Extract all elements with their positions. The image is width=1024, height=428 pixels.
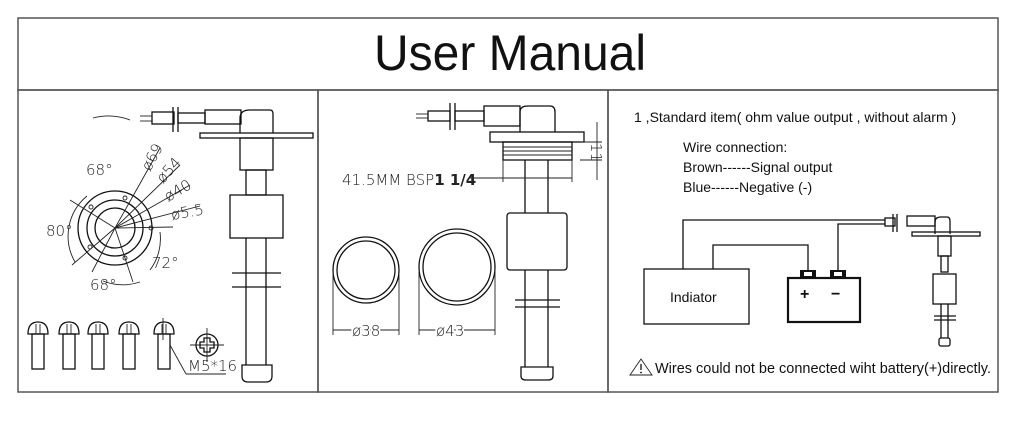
indicator-label: Indiator	[670, 289, 717, 305]
angle-bottom-label: 68°	[90, 276, 117, 294]
angle-top-label: 68°	[86, 161, 113, 179]
sensor-thread-view	[416, 103, 602, 381]
wire-connection-title: Wire connection:	[683, 139, 787, 155]
warning-text: Wires could not be connected wiht batter…	[655, 360, 991, 377]
warning-icon	[629, 358, 653, 376]
indicator-box	[643, 268, 750, 325]
mounting-hole-pattern	[67, 115, 201, 286]
page-title: User Manual	[374, 25, 646, 81]
screw-size-label: M5*16	[188, 357, 237, 375]
sensor-side-view	[140, 107, 314, 383]
panel-wiring	[607, 89, 999, 393]
angle-right-label: 72°	[152, 254, 179, 272]
angle-left-label: 80°	[46, 222, 73, 240]
wiring-heading: 1 ,Standard item( ohm value output , wit…	[634, 109, 956, 125]
thread-label: 41.5MM BSP1 1/4	[342, 171, 476, 189]
phillips-head-icon	[190, 328, 224, 362]
wire-blue: Blue------Negative (-)	[683, 179, 812, 195]
battery-minus-label: −	[831, 286, 840, 303]
gasket-rings	[332, 228, 496, 335]
battery-plus-label: +	[800, 286, 809, 303]
wiring-circuit	[643, 214, 981, 347]
ring-43-label: ø43	[436, 322, 464, 340]
dia-5-5-label: ø5.5	[170, 200, 206, 223]
height-dim-label: 11	[587, 143, 605, 162]
wire-brown: Brown------Signal output	[683, 159, 832, 175]
ring-38-label: ø38	[352, 322, 380, 340]
screws	[27, 318, 226, 375]
